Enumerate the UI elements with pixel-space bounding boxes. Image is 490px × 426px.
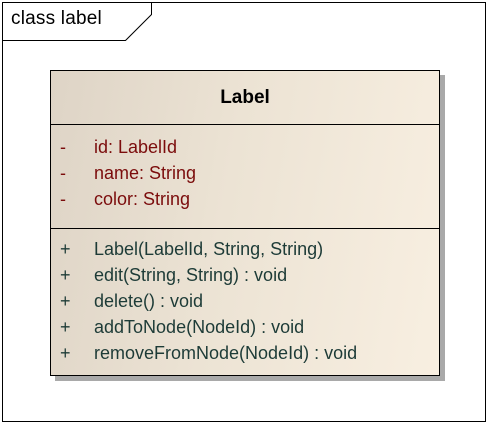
- operation-signature: Label(LabelId, String, String): [94, 239, 324, 259]
- attribute-signature: color: String: [94, 189, 191, 209]
- operation-signature: addToNode(NodeId) : void: [94, 317, 305, 337]
- operation-signature: delete() : void: [94, 291, 204, 311]
- attribute-row[interactable]: - color: String: [51, 186, 439, 212]
- operation-row[interactable]: + removeFromNode(NodeId) : void: [51, 340, 439, 366]
- frame-title: class label: [11, 8, 102, 29]
- class-name: Label: [51, 71, 439, 125]
- operation-row[interactable]: + delete() : void: [51, 288, 439, 314]
- attributes-compartment: - id: LabelId - name: String - color: St…: [51, 125, 439, 229]
- operation-signature: edit(String, String) : void: [94, 265, 288, 285]
- attribute-row[interactable]: - name: String: [51, 160, 439, 186]
- visibility-private: -: [60, 163, 66, 183]
- class-box-label[interactable]: Label - id: LabelId - name: String - col…: [50, 70, 440, 376]
- visibility-private: -: [60, 189, 66, 209]
- visibility-public: +: [60, 265, 71, 285]
- visibility-public: +: [60, 291, 71, 311]
- attribute-signature: id: LabelId: [94, 137, 178, 157]
- visibility-public: +: [60, 239, 71, 259]
- attribute-signature: name: String: [94, 163, 197, 183]
- operation-row[interactable]: + addToNode(NodeId) : void: [51, 314, 439, 340]
- operations-compartment: + Label(LabelId, String, String) + edit(…: [51, 229, 439, 366]
- visibility-public: +: [60, 343, 71, 363]
- visibility-private: -: [60, 137, 66, 157]
- attribute-row[interactable]: - id: LabelId: [51, 134, 439, 160]
- operation-row[interactable]: + Label(LabelId, String, String): [51, 236, 439, 262]
- operation-row[interactable]: + edit(String, String) : void: [51, 262, 439, 288]
- operation-signature: removeFromNode(NodeId) : void: [94, 343, 358, 363]
- visibility-public: +: [60, 317, 71, 337]
